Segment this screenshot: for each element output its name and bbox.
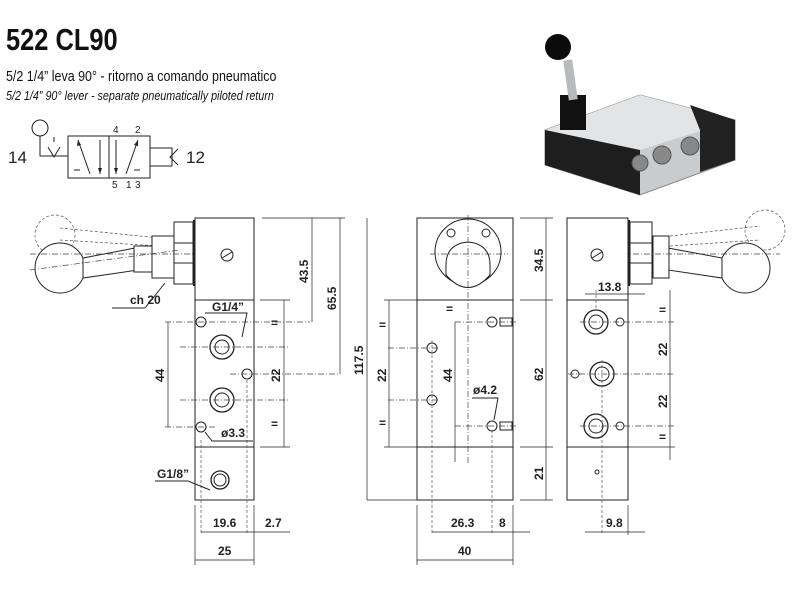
dim-equal: =	[659, 430, 666, 444]
dim-equal: =	[446, 302, 453, 316]
dim-43-5: 43.5	[297, 259, 311, 283]
dim-equal: =	[271, 417, 278, 431]
dim-21: 21	[532, 466, 546, 480]
dim-equal: =	[379, 318, 386, 332]
left-side-view: ch 20 G1/4” G1/8” ø3.3 44 22 = = 43.5 65…	[29, 214, 368, 565]
dim-25: 25	[218, 544, 232, 558]
dim-9-8: 9.8	[606, 516, 623, 530]
dim-22: 22	[375, 368, 389, 382]
screw-icon	[590, 248, 604, 262]
port-12-label: 12	[186, 148, 205, 167]
dim-2-7: 2.7	[265, 516, 282, 530]
port-2-label: 2	[135, 125, 141, 136]
lever-ball-photo	[545, 34, 571, 60]
port-3-label: 3	[135, 180, 141, 191]
hex-nut	[173, 221, 194, 285]
product-photo	[544, 34, 736, 196]
dim-22: 22	[269, 368, 283, 382]
pilot-triangle-icon	[169, 148, 179, 166]
hole-33-label: ø3.3	[221, 426, 245, 440]
dim-19-6: 19.6	[213, 516, 237, 530]
detent-icon	[47, 146, 61, 158]
front-view: = = = 22 44 ø4.2 34.5 62 21 26.3 8 40	[367, 215, 553, 565]
dim-65-5: 65.5	[325, 286, 339, 310]
thread-g18-label: G1/8”	[157, 467, 189, 481]
dim-equal: =	[659, 303, 666, 317]
hole-42-label: ø4.2	[473, 383, 497, 397]
port-14-label: 14	[8, 148, 27, 167]
port-5-label: 5	[112, 180, 118, 191]
lever-symbol-icon	[31, 119, 49, 137]
dim-26-3: 26.3	[451, 516, 475, 530]
thread-g14-label: G1/4”	[212, 300, 244, 314]
screw-icon	[220, 248, 234, 262]
dim-44: 44	[441, 368, 455, 382]
port-1-label: 1	[126, 180, 132, 191]
dim-62: 62	[532, 367, 546, 381]
subtitle-english: 5/2 1/4” 90° lever - separate pneumatica…	[6, 89, 274, 103]
right-side-view: 13.8 = = 22 22 9.8	[566, 209, 786, 535]
dim-22: 22	[656, 394, 670, 408]
port-4-label: 4	[113, 125, 119, 136]
subtitle-italian: 5/2 1/4” leva 90° - ritorno a comando pn…	[6, 69, 277, 85]
dim-22: 22	[656, 342, 670, 356]
dim-equal: =	[271, 316, 278, 330]
dim-40: 40	[458, 544, 472, 558]
dim-13-8: 13.8	[598, 280, 622, 294]
dim-34-5: 34.5	[532, 248, 546, 272]
dim-equal: =	[379, 416, 386, 430]
hex-nut	[629, 221, 653, 285]
dim-44: 44	[153, 368, 167, 382]
wrench-size-label: ch 20	[130, 293, 161, 307]
valve-symbol: 14 12 4 2 5 1 3	[8, 119, 205, 191]
lever-ball	[719, 242, 771, 294]
product-title: 522 CL90	[6, 22, 118, 57]
dim-117-5: 117.5	[352, 345, 366, 375]
dim-8: 8	[499, 516, 506, 530]
